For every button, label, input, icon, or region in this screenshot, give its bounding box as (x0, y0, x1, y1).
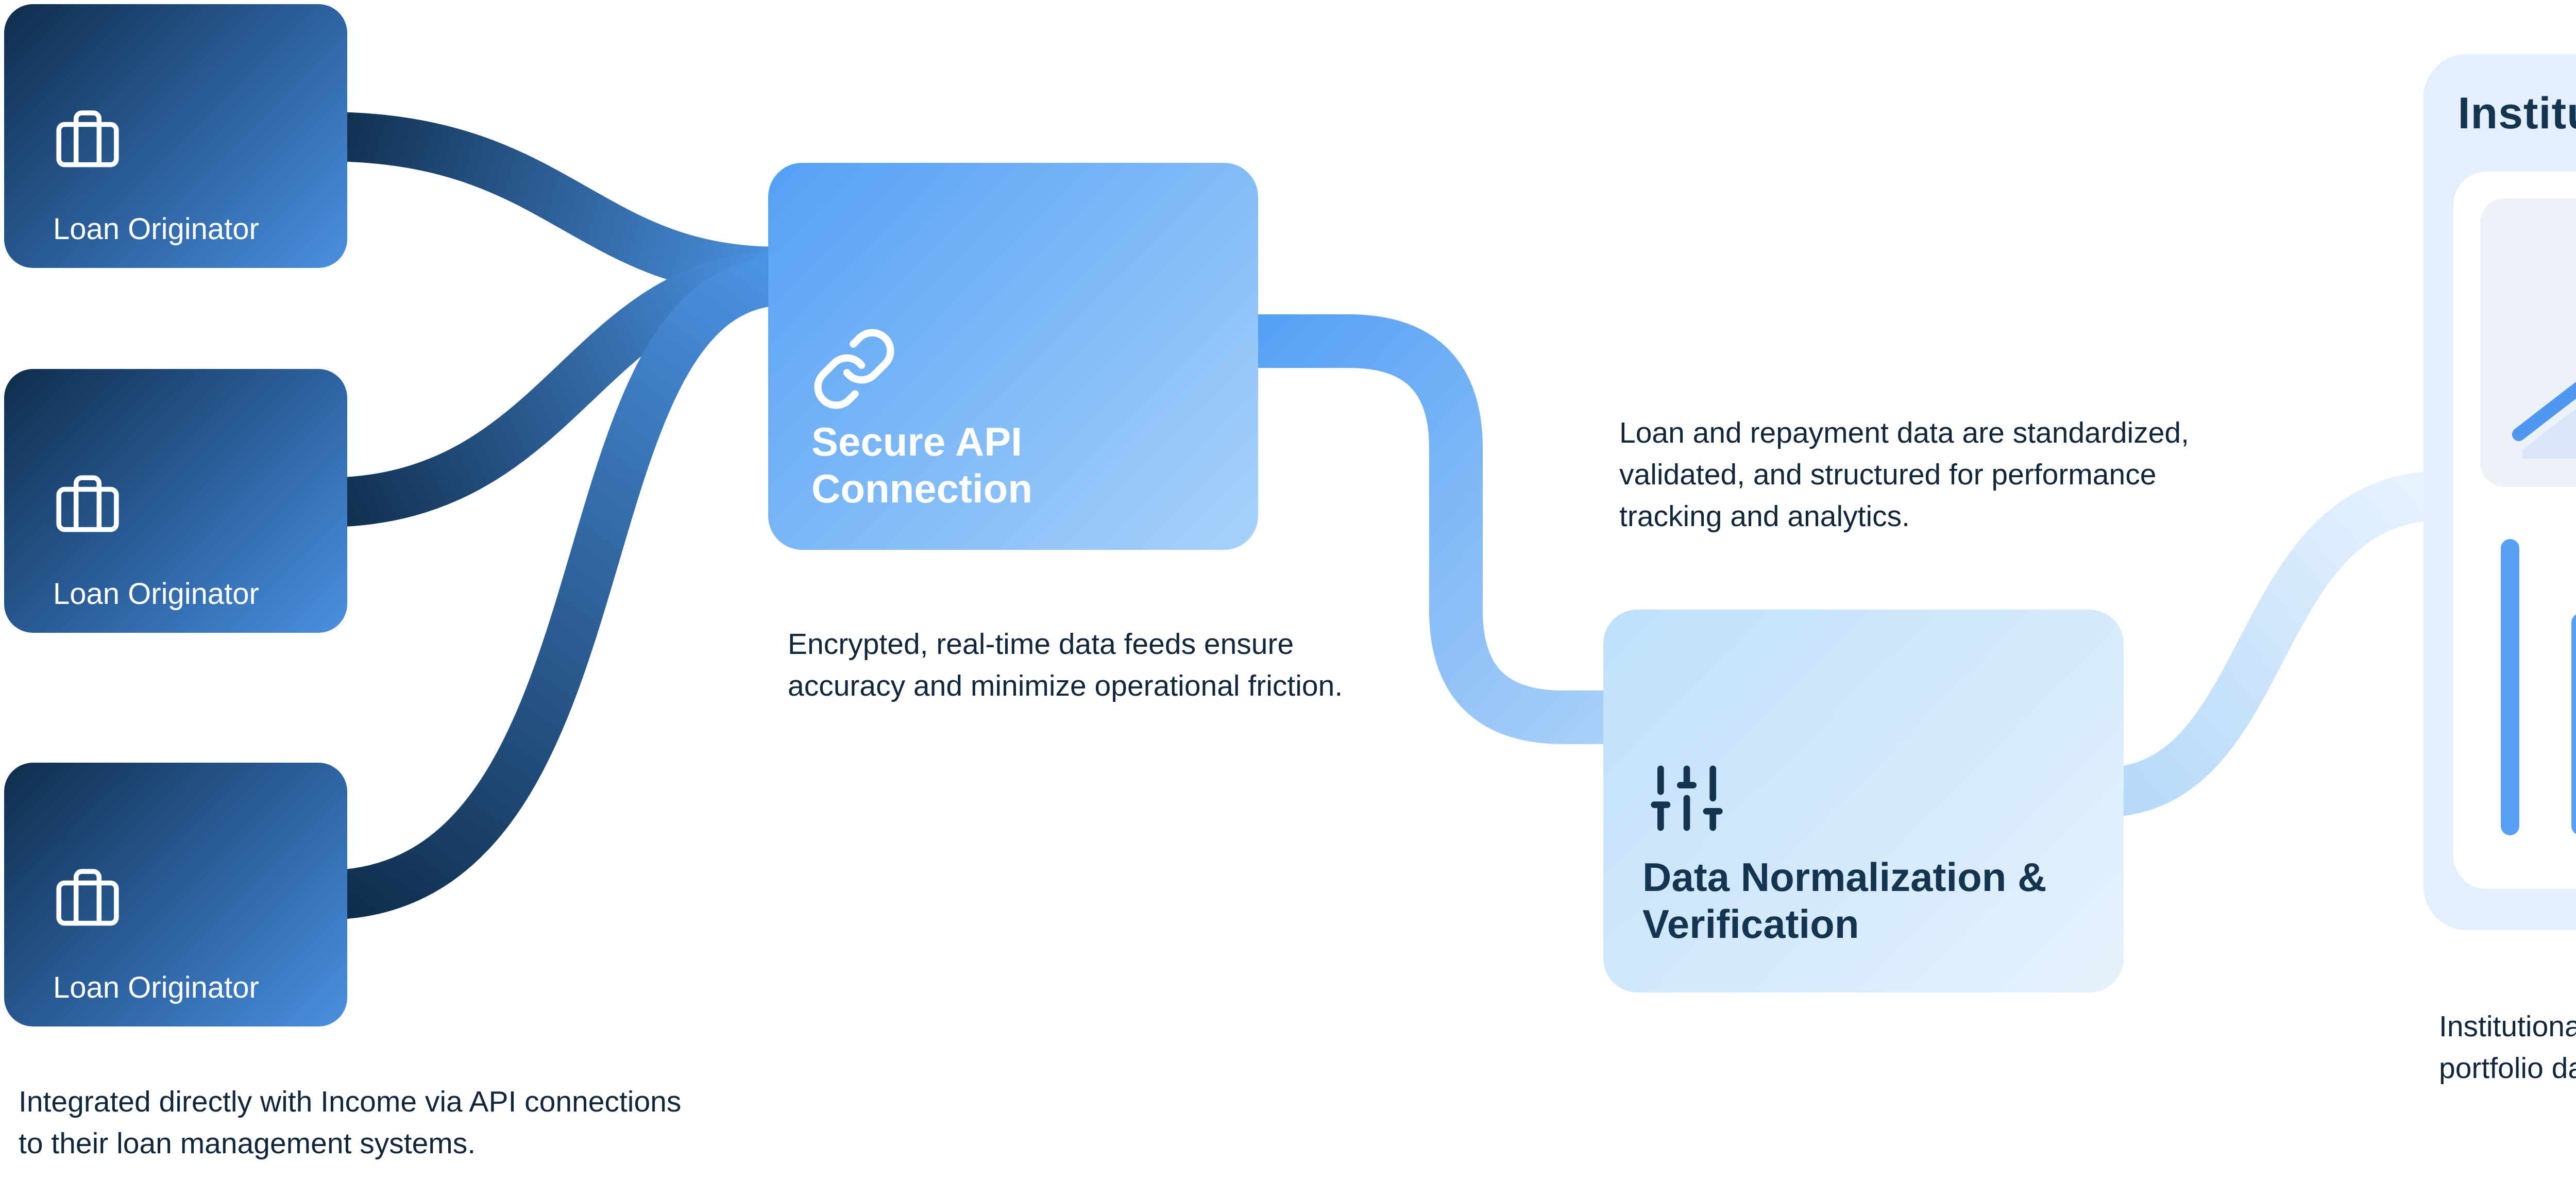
briefcase-icon (53, 107, 122, 176)
mini-bar (2571, 613, 2576, 835)
chart-area (2522, 409, 2576, 459)
loan-originator-box-2: Loan Originator (4, 369, 347, 633)
data-normalization-box: Data Normalization & Verification (1603, 610, 2124, 992)
briefcase-icon (53, 472, 122, 541)
mini-bar-chart (2501, 172, 2576, 889)
ribbon-normalization-to-investor (2101, 471, 2443, 817)
institutional-investor-panel: Institutional Investor Access (2424, 54, 2576, 930)
mini-bar (2501, 539, 2519, 835)
ribbon-api-to-normalization (1236, 314, 1628, 744)
loan-originator-box-1: Loan Originator (4, 4, 347, 268)
loan-originator-label: Loan Originator (53, 577, 259, 611)
investor-note: Institutional investors access unified, … (2439, 1010, 2576, 1085)
loan-originator-label: Loan Originator (53, 212, 259, 246)
api-note: Encrypted, real-time data feeds ensure a… (788, 628, 1343, 702)
ribbon-originator-3-to-api (324, 256, 781, 920)
normalization-note: Loan and repayment data are standardized… (1619, 416, 2189, 533)
sliders-icon (1648, 759, 1726, 837)
link-icon (810, 325, 898, 413)
briefcase-icon (53, 866, 122, 935)
secure-api-connection-title: Secure API Connection (811, 419, 1032, 512)
mini-line-chart (2480, 198, 2576, 487)
data-normalization-title: Data Normalization & Verification (1642, 854, 2047, 947)
loan-originator-box-3: Loan Originator (4, 763, 347, 1026)
loan-originator-label: Loan Originator (53, 971, 259, 1004)
originators-note: Integrated directly with Income via API … (19, 1085, 682, 1160)
ribbon-originator-1-to-api (324, 112, 778, 296)
dashboard-card (2453, 172, 2576, 889)
line-chart-graphic (2512, 382, 2576, 459)
secure-api-connection-box: Secure API Connection (768, 163, 1258, 550)
panel-title: Institutional Investor Access (2458, 89, 2576, 138)
